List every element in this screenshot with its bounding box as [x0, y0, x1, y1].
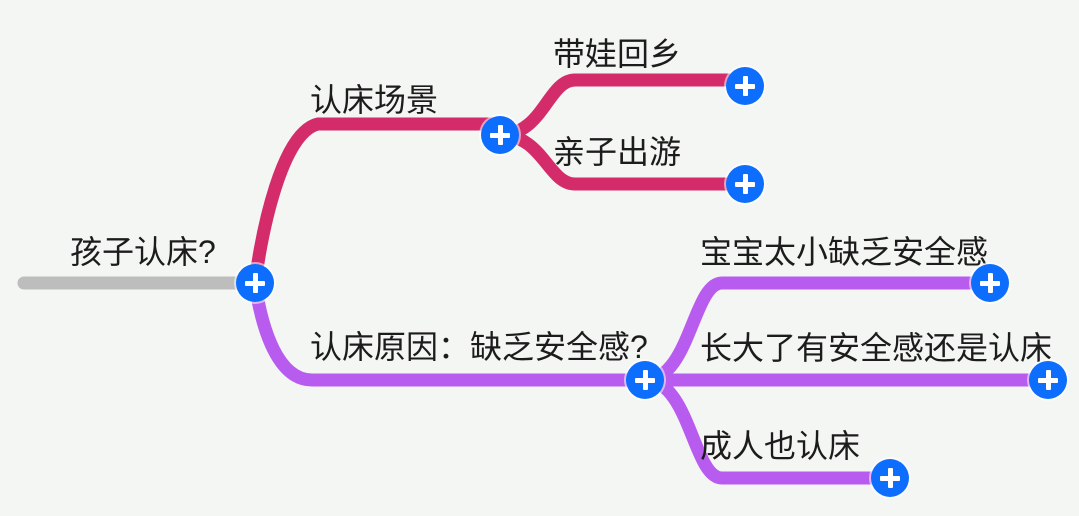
- plus-icon-vertical: [887, 468, 893, 488]
- cause-label: 认床原因：缺乏安全感?: [310, 329, 648, 365]
- connector-scenario-to-child-1: [493, 73, 752, 142]
- cause-child-2-expand-node[interactable]: [1029, 361, 1067, 399]
- plus-icon-vertical: [252, 273, 258, 293]
- plus-icon-vertical: [742, 76, 748, 96]
- plus-icon-vertical: [497, 125, 503, 145]
- cause-child-3-expand-node[interactable]: [871, 459, 909, 497]
- cause-child-3-label: 成人也认床: [700, 428, 861, 464]
- scenario-label: 认床场景: [310, 82, 439, 118]
- cause-child-2-label: 长大了有安全感还是认床: [700, 330, 1053, 366]
- plus-icon-vertical: [987, 273, 993, 293]
- connector-root-to-scenario: [248, 117, 507, 290]
- cause-child-1-expand-node[interactable]: [971, 264, 1009, 302]
- root-expand-node[interactable]: [236, 264, 274, 302]
- cause-expand-node[interactable]: [626, 361, 664, 399]
- plus-icon-vertical: [642, 370, 648, 390]
- cause-child-1-label: 宝宝太小缺乏安全感: [700, 234, 989, 270]
- scenario-expand-node[interactable]: [481, 116, 519, 154]
- scenario-child-1-expand-node[interactable]: [726, 67, 764, 105]
- scenario-child-1-label: 带娃回乡: [553, 36, 682, 72]
- plus-icon-vertical: [1045, 370, 1051, 390]
- plus-icon-vertical: [742, 174, 748, 194]
- root-label: 孩子认床?: [70, 234, 216, 270]
- scenario-child-2-expand-node[interactable]: [726, 165, 764, 203]
- scenario-child-2-label: 亲子出游: [553, 134, 682, 170]
